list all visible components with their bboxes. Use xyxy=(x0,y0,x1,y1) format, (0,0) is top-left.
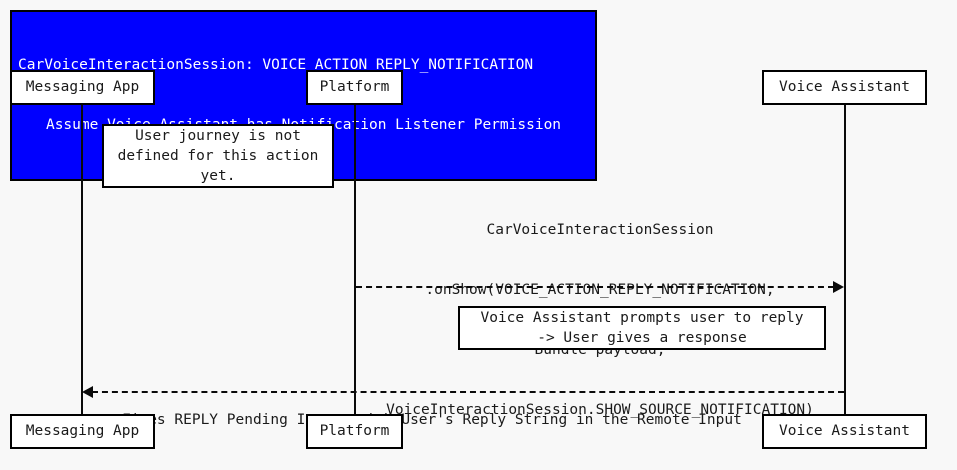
lifeline-messaging-app xyxy=(81,104,83,414)
message-label-onshow-line-1: CarVoiceInteractionSession xyxy=(486,222,714,238)
participant-messaging-app-top[interactable]: Messaging App xyxy=(10,70,155,105)
note-user-journey: User journey is not defined for this act… xyxy=(102,124,334,188)
lifeline-voice-assistant xyxy=(844,104,846,414)
participant-label-messaging-app-bottom: Messaging App xyxy=(25,423,140,440)
participant-label-messaging-app-top: Messaging App xyxy=(25,79,140,96)
lifeline-platform xyxy=(354,104,356,414)
participant-label-voice-assistant-top: Voice Assistant xyxy=(779,79,910,96)
message-arrow-onshow-line xyxy=(356,286,834,288)
message-arrow-reply-intent-head xyxy=(82,386,93,398)
note-user-journey-line-1: User journey is not xyxy=(135,128,301,144)
message-arrow-reply-intent-line xyxy=(92,391,844,393)
note-user-journey-line-3: yet. xyxy=(200,168,236,184)
participant-label-platform-top: Platform xyxy=(319,79,390,96)
participant-messaging-app-bottom[interactable]: Messaging App xyxy=(10,414,155,449)
diagram-title-line-1: CarVoiceInteractionSession: VOICE_ACTION… xyxy=(18,57,534,73)
note-prompt-user-line-1: Voice Assistant prompts user to reply xyxy=(480,310,804,326)
message-label-onshow-line-4: VoiceInteractionSession.SHOW_SOURCE_NOTI… xyxy=(386,402,814,418)
participant-platform-top[interactable]: Platform xyxy=(306,70,403,105)
note-prompt-user: Voice Assistant prompts user to reply ->… xyxy=(458,306,826,350)
message-label-reply-intent: Fires REPLY Pending Intent with User's R… xyxy=(122,370,842,470)
participant-voice-assistant-top[interactable]: Voice Assistant xyxy=(762,70,927,105)
note-user-journey-line-2: defined for this action xyxy=(117,148,319,164)
message-label-onshow-line-2: .onShow(VOICE_ACTION_REPLY_NOTIFICATION, xyxy=(425,282,775,298)
note-prompt-user-line-2: -> User gives a response xyxy=(537,330,747,346)
participant-platform-bottom[interactable]: Platform xyxy=(306,414,403,449)
participant-label-platform-bottom: Platform xyxy=(319,423,390,440)
participant-voice-assistant-bottom[interactable]: Voice Assistant xyxy=(762,414,927,449)
message-label-reply-intent-line-1: Fires REPLY Pending Intent with User's R… xyxy=(122,412,742,428)
message-arrow-onshow-head xyxy=(833,281,844,293)
participant-label-voice-assistant-bottom: Voice Assistant xyxy=(779,423,910,440)
